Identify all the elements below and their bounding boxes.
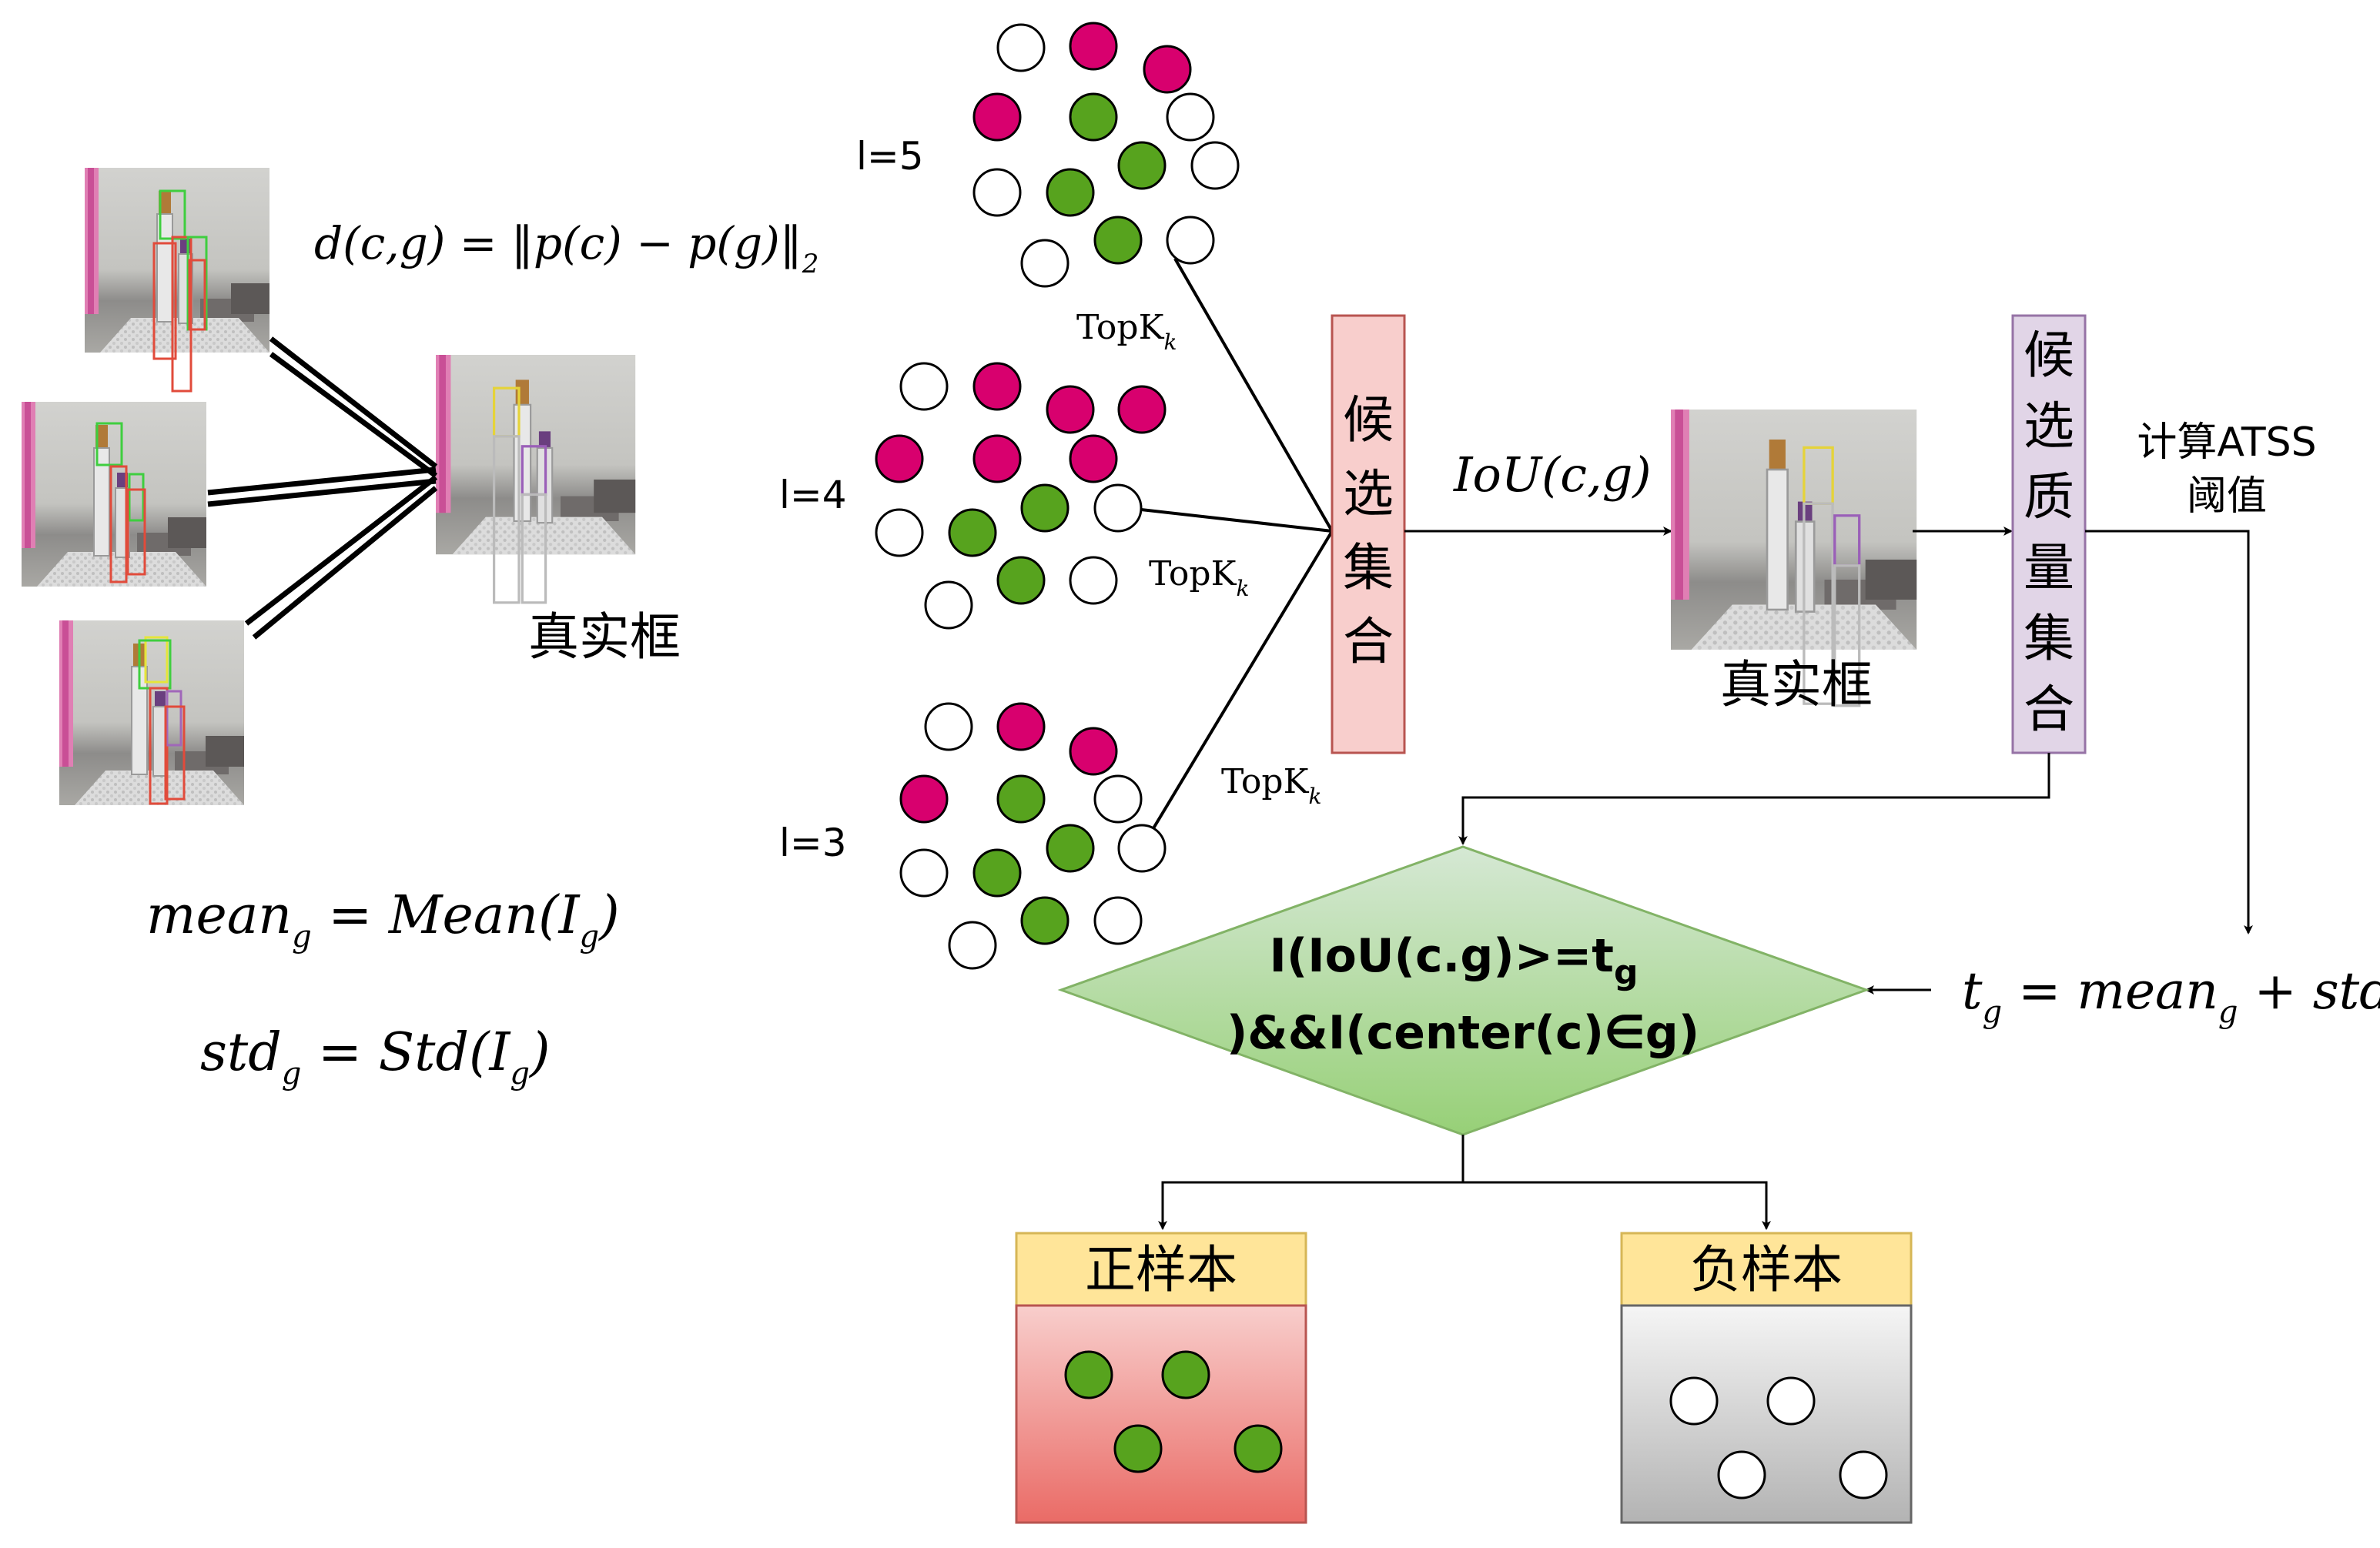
quality-set-box: 候 选 质 量 集 合 [2011, 314, 2087, 754]
arrow-to-positive [1158, 1135, 1464, 1230]
topk-label-3: TopKk [1221, 762, 1321, 809]
anchor-cloud-l5 [972, 22, 1240, 288]
svg-text:候: 候 [2024, 326, 2074, 385]
svg-text:I(IoU(c.g)>=tg: I(IoU(c.g)>=tg [1270, 929, 1639, 992]
topk-lines [1140, 258, 1334, 830]
svg-text:集: 集 [2024, 609, 2074, 668]
anchor-to-gt-lines [207, 336, 438, 640]
level-label-3: l=3 [779, 821, 847, 865]
gt-photo-left [434, 353, 637, 604]
arrow-to-threshold [2085, 530, 2253, 934]
level-label-4: l=4 [779, 473, 847, 517]
gt-label-mid: 真实框 [1720, 655, 1873, 714]
anchor-photo-2 [21, 401, 207, 587]
threshold-formula: tg = meang + stdg [1962, 961, 2380, 1030]
decision-diamond: I(IoU(c.g)>=tg )&&I(center(c)∈g) [1057, 845, 1870, 1136]
negative-samples-box: 负样本 [1620, 1232, 1913, 1524]
svg-text:合: 合 [1343, 612, 1394, 671]
anchor-photo-1 [84, 167, 270, 393]
svg-text:选: 选 [2024, 396, 2074, 456]
anchor-photo-3 [59, 620, 245, 806]
svg-text:质: 质 [2024, 467, 2074, 527]
positive-samples-box: 正样本 [1015, 1232, 1307, 1524]
svg-text:选: 选 [1343, 464, 1394, 523]
svg-text:集: 集 [1343, 538, 1394, 597]
anchor-cloud-l4 [875, 362, 1167, 630]
svg-text:负样本: 负样本 [1690, 1240, 1843, 1299]
mean-formula: meang = Mean(Ig) [146, 885, 620, 955]
anchor-cloud-l3 [899, 702, 1167, 970]
svg-text:量: 量 [2024, 538, 2074, 597]
svg-text:正样本: 正样本 [1085, 1240, 1237, 1299]
topk-label-2: TopKk [1149, 554, 1249, 601]
atss-label-line2: 阈值 [2187, 473, 2267, 520]
gt-label-left: 真实框 [528, 607, 681, 667]
svg-text:)&&I(center(c)∈g): )&&I(center(c)∈g) [1227, 1006, 1699, 1060]
distance-formula: d(c,g) = ‖p(c) − p(g)‖2 [314, 217, 818, 279]
atss-label-line1: 计算ATSS [2137, 420, 2316, 466]
svg-text:候: 候 [1343, 390, 1394, 450]
gt-photo-mid [1669, 408, 1918, 707]
std-formula: stdg = Std(Ig) [200, 1022, 551, 1092]
arrow-quality-to-decision [1458, 753, 2050, 845]
iou-label: IoU(c,g) [1453, 446, 1652, 503]
candidate-set-box: 候 选 集 合 [1331, 314, 1406, 754]
level-label-5: l=5 [856, 134, 924, 179]
topk-label-1: TopKk [1076, 308, 1177, 355]
svg-text:合: 合 [2024, 680, 2074, 739]
arrow-to-negative [1463, 1181, 1771, 1230]
